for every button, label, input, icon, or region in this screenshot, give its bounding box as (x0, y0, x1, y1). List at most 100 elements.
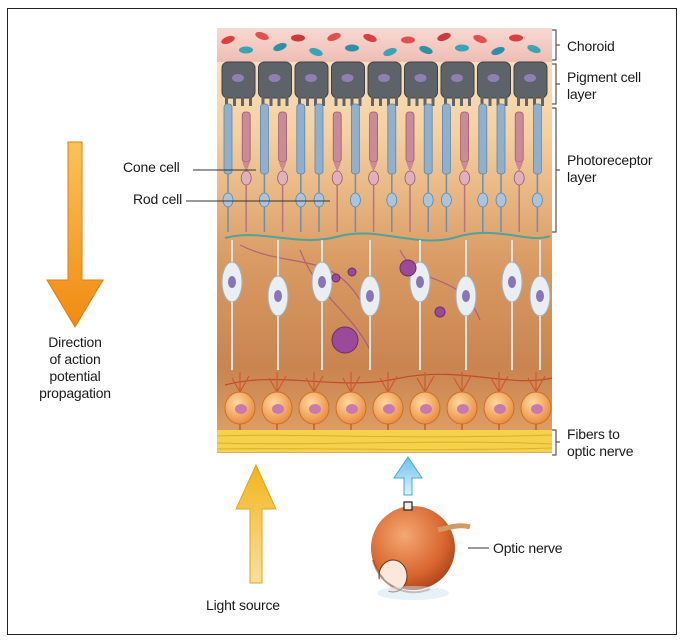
direction-label-line4: propagation (25, 385, 125, 402)
ganglion-nucleus (383, 404, 395, 414)
pigment-label-line2: layer (567, 86, 641, 103)
amacrine-cell (435, 307, 445, 317)
bipolar-nucleus (318, 276, 326, 288)
pigment-cell-nucleus (232, 74, 244, 82)
rod-nucleus (441, 193, 451, 207)
rod-outer-segment (224, 104, 232, 174)
fibers-label: Fibers to optic nerve (567, 426, 633, 460)
bipolar-nucleus (508, 276, 516, 288)
pigment-cell-process (233, 96, 236, 106)
pigment-cell-process (371, 96, 374, 106)
pigment-cell-process (395, 96, 398, 106)
pigment-cell-process (270, 96, 273, 106)
pigment-cell-nucleus (378, 74, 390, 82)
rod-outer-segment (260, 104, 268, 174)
bipolar-nucleus (536, 290, 544, 302)
layer-brackets (552, 30, 560, 455)
rod-nucleus (478, 193, 488, 207)
ganglion-nucleus (235, 404, 247, 414)
rod-outer-segment (388, 104, 396, 174)
choroid-label: Choroid (567, 38, 615, 55)
cone-nucleus (278, 171, 288, 185)
pigment-cell-nucleus (524, 74, 536, 82)
rod-nucleus (223, 193, 233, 207)
pigment-cell-process (432, 96, 435, 106)
choroid-vessel (401, 37, 415, 44)
optic-nerve-stalk (438, 526, 470, 530)
pigment-label-line1: Pigment cell (567, 69, 641, 86)
amacrine-cell (400, 260, 416, 276)
pigment-cell-process (335, 96, 338, 106)
direction-label: Direction of action potential propagatio… (25, 334, 125, 402)
choroid-vessel (455, 45, 469, 52)
choroid-layer (217, 28, 552, 62)
pigment-cell-process (241, 96, 244, 106)
rod-nucleus (350, 193, 360, 207)
choroid-vessel (239, 47, 253, 54)
pigment-cell-process (306, 96, 309, 106)
pigment-cell-process (525, 96, 528, 106)
pigment-cell-nucleus (342, 74, 354, 82)
pigment-cell-nucleus (415, 74, 427, 82)
cone-outer-segment (242, 112, 250, 162)
pigment-cell-layer-label: Pigment cell layer (567, 69, 641, 103)
ganglion-nucleus (346, 404, 358, 414)
eyeball (371, 506, 455, 600)
rod-outer-segment (315, 104, 323, 174)
fibers-label-line1: Fibers to (567, 426, 633, 443)
signal-arrow (394, 457, 422, 495)
cone-outer-segment (333, 112, 341, 162)
pigment-cell-nucleus (488, 74, 500, 82)
pigment-cell-process (343, 96, 346, 106)
rod-cell-label: Rod cell (133, 191, 182, 208)
pigment-cell-process (489, 96, 492, 106)
amacrine-cell (348, 268, 356, 276)
optic-nerve-label: Optic nerve (493, 540, 562, 557)
photoreceptor-label-line1: Photoreceptor (567, 152, 652, 169)
cone-outer-segment (461, 112, 469, 162)
rod-nucleus (496, 193, 506, 207)
ganglion-nucleus (420, 404, 432, 414)
bipolar-nucleus (462, 290, 470, 302)
ganglion-nucleus (457, 404, 469, 414)
rod-outer-segment (497, 104, 505, 174)
rod-nucleus (423, 193, 433, 207)
pigment-cell-process (249, 96, 252, 106)
cone-nucleus (514, 171, 524, 185)
cone-outer-segment (279, 112, 287, 162)
choroid-vessel (509, 35, 523, 42)
pigment-cell-nucleus (269, 74, 281, 82)
cone-nucleus (369, 171, 379, 185)
photoreceptor-label-line2: layer (567, 169, 652, 186)
bipolar-nucleus (416, 276, 424, 288)
pigment-cell-process (505, 96, 508, 106)
rod-nucleus (532, 193, 542, 207)
pigment-cell-process (408, 96, 411, 106)
ganglion-nucleus (309, 404, 321, 414)
pigment-cell-process (468, 96, 471, 106)
bipolar-nucleus (228, 276, 236, 288)
photoreceptor-layer-label: Photoreceptor layer (567, 152, 652, 186)
rod-nucleus (314, 193, 324, 207)
pigment-cell-nucleus (305, 74, 317, 82)
ganglion-nucleus (272, 404, 284, 414)
cone-outer-segment (406, 112, 414, 162)
cone-outer-segment (370, 112, 378, 162)
pigment-cell-process (278, 96, 281, 106)
light-source-label: Light source (206, 597, 280, 614)
direction-label-line3: potential (25, 368, 125, 385)
pigment-cell-process (452, 96, 455, 106)
amacrine-cell (332, 327, 358, 353)
pigment-cell-process (517, 96, 520, 106)
fibers-label-line2: optic nerve (567, 443, 633, 460)
rod-outer-segment (424, 104, 432, 174)
pigment-cell-process (286, 96, 289, 106)
eyeball-retina-marker (404, 502, 412, 510)
cone-nucleus (241, 171, 251, 185)
rod-outer-segment (533, 104, 541, 174)
rod-outer-segment (351, 104, 359, 174)
bipolar-nucleus (366, 290, 374, 302)
amacrine-cell (332, 274, 340, 282)
light-source-arrow (236, 465, 276, 583)
pigment-cell-process (379, 96, 382, 106)
